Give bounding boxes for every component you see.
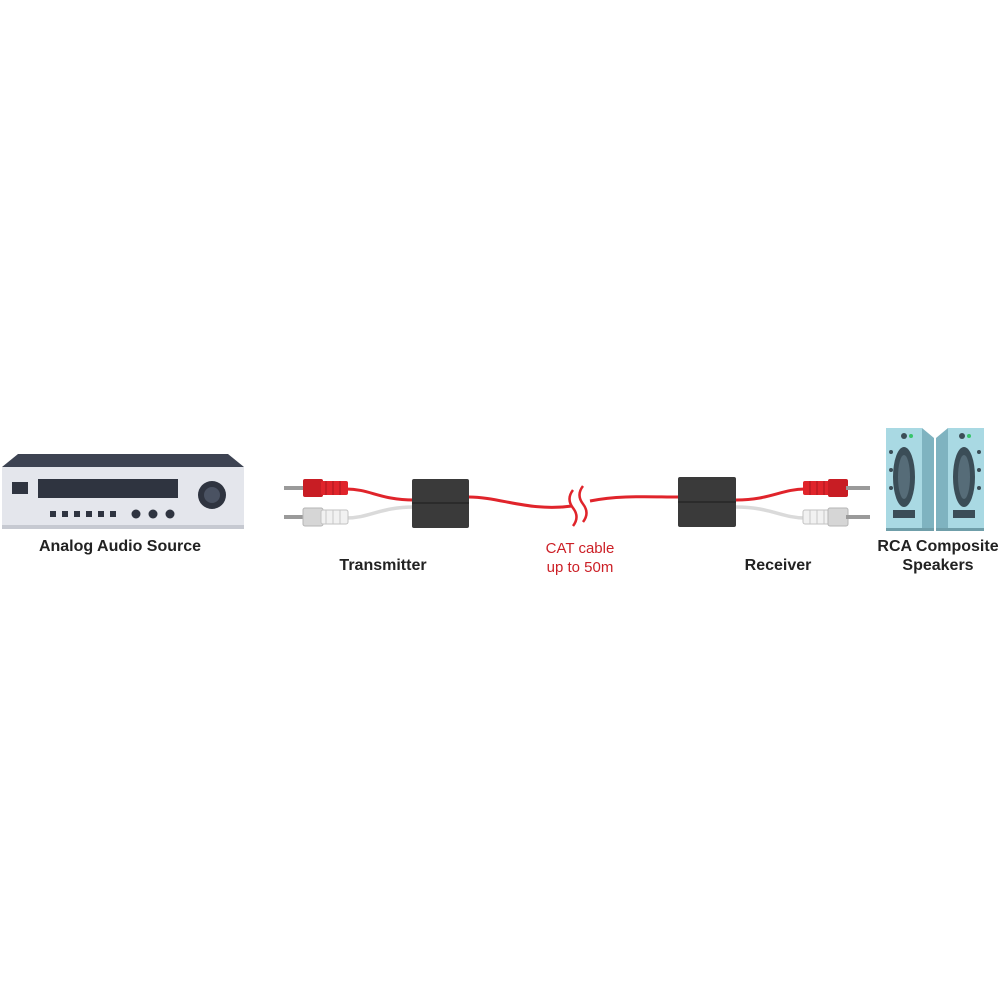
label-cat-cable-line1: CAT cable [545,540,615,557]
label-transmitter: Transmitter [339,557,427,574]
balun-receiver-icon [678,477,736,527]
audio-receiver-icon [2,454,244,529]
label-analog-audio-source: Analog Audio Source [38,538,202,555]
label-speakers-line2: Speakers [902,557,974,574]
label-rca-composite-speakers: RCA Composite Speakers [858,537,1000,575]
left-speaker-icon [886,428,934,531]
label-cat-cable-line2: up to 50m [546,559,614,576]
speaker-pair-icon [886,428,984,531]
balun-transmitter-icon [412,479,469,528]
receiver-rca-plugs [735,479,870,527]
label-receiver: Receiver [744,557,812,574]
label-speakers-line1: RCA Composite [877,538,999,555]
right-speaker-icon [936,428,984,531]
cat-cable [468,485,680,527]
transmitter-rca-plugs [284,479,415,527]
label-cat-cable: CAT cable up to 50m [520,539,640,577]
